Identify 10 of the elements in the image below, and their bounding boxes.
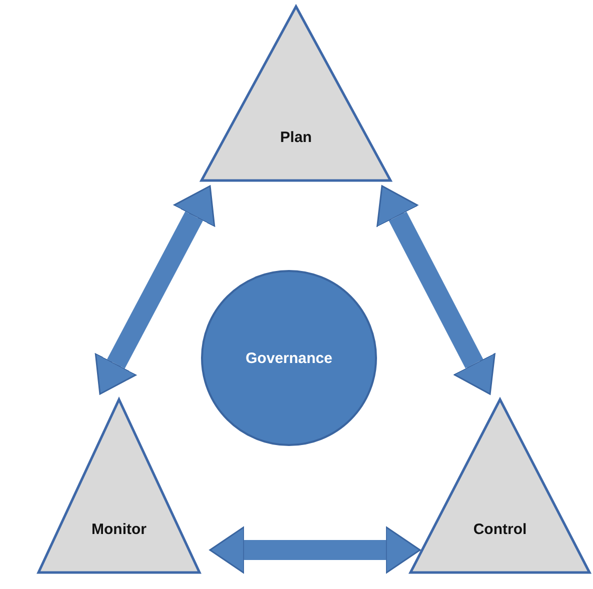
node-label: Control	[473, 520, 527, 538]
double-arrow	[376, 185, 496, 395]
triangle	[200, 5, 392, 182]
triangle	[409, 398, 591, 574]
node-label: Governance	[246, 350, 332, 366]
double-arrow	[209, 526, 421, 574]
triangle	[37, 398, 201, 574]
node-label: Plan	[280, 129, 312, 146]
node-label: Monitor	[92, 520, 146, 538]
double-arrow	[94, 185, 216, 395]
